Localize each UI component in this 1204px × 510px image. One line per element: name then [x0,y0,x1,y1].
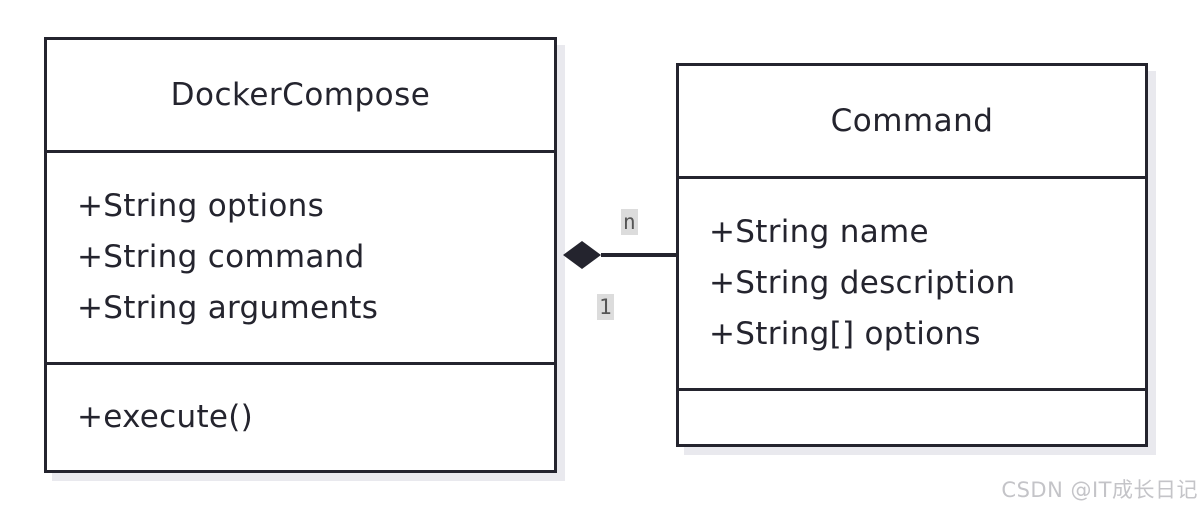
attribute: +String description [709,265,1016,301]
attribute: +String name [709,214,929,250]
class-command: Command +String name +String description… [676,63,1148,447]
attribute: +String[] options [709,316,981,352]
class-name: Command [679,66,1145,179]
methods-section: +execute() [47,365,554,470]
attribute: +String arguments [77,290,379,326]
class-dockercompose: DockerCompose +String options +String co… [44,37,557,473]
composition-diamond-icon [563,241,601,269]
attribute: +String options [77,188,325,224]
class-name: DockerCompose [47,40,554,153]
multiplicity-part-label: n [621,209,638,235]
attributes-section: +String name +String description +String… [679,179,1145,391]
attributes-section: +String options +String command +String … [47,153,554,365]
multiplicity-whole-label: 1 [597,294,614,320]
watermark: CSDN @IT成长日记 [1001,478,1198,502]
attribute: +String command [77,239,365,275]
method: +execute() [77,399,254,435]
